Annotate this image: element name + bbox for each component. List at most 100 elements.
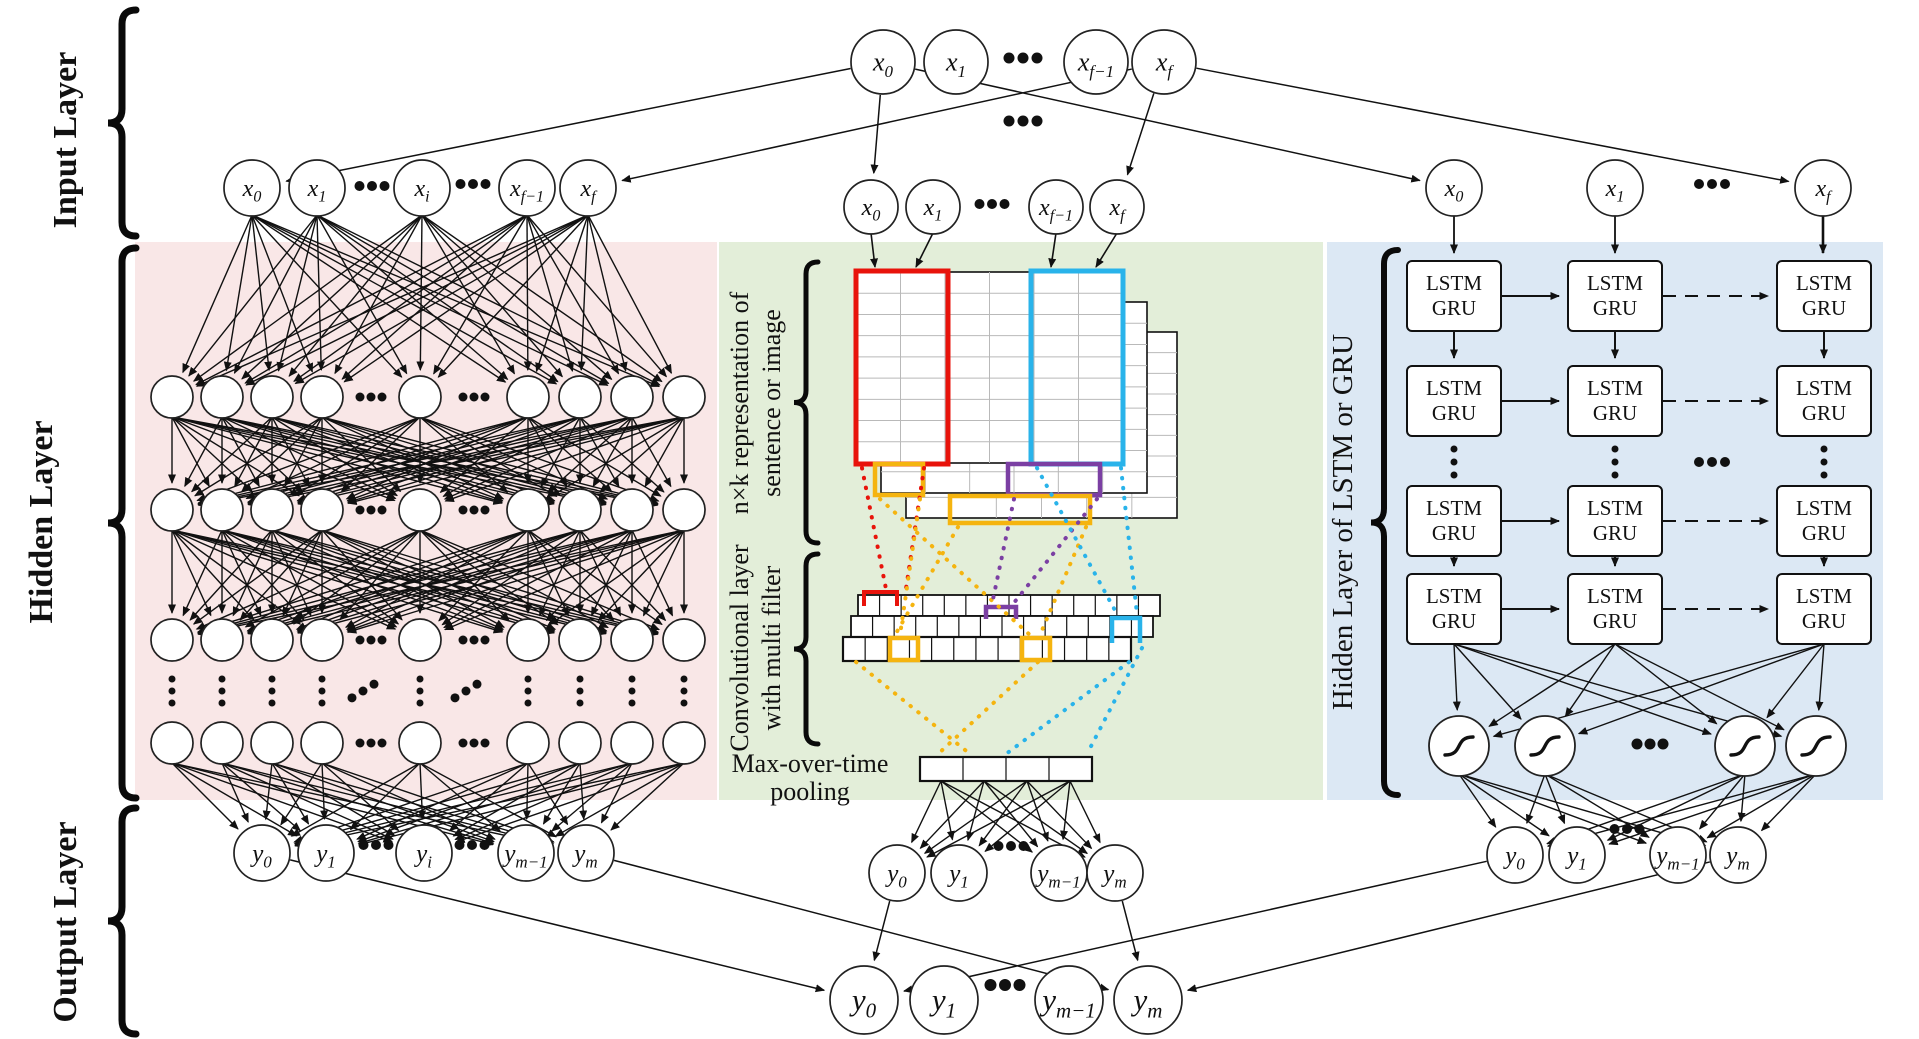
edge-arrow	[419, 529, 559, 626]
orange-conv-cell-2	[1019, 635, 1053, 663]
edge-arrow	[171, 416, 396, 502]
ellipsis-dots	[455, 179, 466, 189]
ellipsis-dots	[1622, 824, 1632, 834]
edge-arrow	[321, 762, 496, 840]
edge-arrow	[320, 762, 329, 821]
edge-arrow	[182, 214, 253, 374]
node-circle	[868, 844, 926, 902]
ellipsis-dots	[366, 505, 376, 515]
vertical-ellipsis-dots	[628, 675, 636, 683]
pool-to-output-arrow	[923, 780, 1028, 854]
edge-arrow	[289, 859, 826, 993]
node-circle	[909, 965, 979, 1035]
orange-dotted-link	[893, 525, 960, 637]
node-circle	[559, 159, 617, 217]
edge-arrow	[421, 214, 613, 380]
node-circle	[1113, 965, 1183, 1035]
edge-arrow	[280, 762, 323, 826]
edge-arrow	[346, 529, 685, 634]
edge-arrow	[443, 529, 685, 631]
node-circle	[393, 159, 451, 217]
ellipsis-dots	[1013, 979, 1026, 991]
ellipsis-dots	[999, 199, 1010, 209]
sigmoid-to-output-arrow	[1737, 773, 1746, 823]
node-circle	[558, 375, 602, 419]
node-circle	[150, 375, 194, 419]
node-circle	[498, 159, 556, 217]
edge-arrow	[346, 529, 633, 632]
ellipsis-dots	[993, 841, 1004, 851]
node-circle	[250, 618, 294, 662]
node-circle	[1425, 159, 1483, 217]
edge-arrow	[345, 529, 581, 631]
ellipsis-dots	[377, 738, 387, 748]
sigmoid-curve-icon	[1529, 735, 1561, 757]
edge-arrow	[221, 529, 262, 617]
nxk-representation-label-line1: n×k representation of	[725, 291, 754, 514]
input-to-matrix-arrow	[1095, 232, 1118, 268]
ellipsis-dots	[366, 392, 376, 402]
node-circle	[288, 159, 346, 217]
edge-arrow	[527, 416, 662, 497]
ellipsis-dots	[469, 392, 479, 402]
sigmoid-to-output-arrow	[1544, 773, 1650, 838]
edge-arrow	[316, 214, 559, 383]
ellipsis-dots	[469, 738, 479, 748]
edge-arrow	[597, 529, 685, 622]
node-circle	[662, 721, 706, 765]
edge-arrow	[523, 214, 532, 372]
edge-arrow	[294, 762, 685, 849]
edge-arrow	[288, 214, 423, 377]
node-circle	[300, 488, 344, 532]
cell-to-sigmoid-arrow	[1453, 643, 1712, 736]
hidden-layer-brace	[107, 244, 140, 802]
ellipsis-dots	[377, 392, 387, 402]
edge-arrow	[271, 762, 310, 825]
edge-arrow	[316, 214, 326, 372]
edge-arrow	[554, 762, 685, 837]
node-circle	[300, 618, 344, 662]
vertical-ellipsis-dots	[524, 687, 532, 695]
edge-arrow	[271, 529, 505, 630]
pool-to-output-arrow	[966, 780, 985, 842]
vertical-ellipsis-dots	[268, 675, 276, 683]
input-layer-brace	[107, 6, 140, 240]
edge-arrow	[347, 416, 685, 506]
node-circle	[200, 375, 244, 419]
edge-arrow	[239, 529, 323, 621]
edge-arrow	[294, 762, 633, 847]
edge-arrow	[221, 529, 305, 621]
edge-arrow	[316, 214, 610, 385]
ellipsis-dots	[1720, 457, 1730, 467]
edge-arrow	[344, 529, 529, 628]
edge-arrow	[276, 214, 318, 372]
ellipsis-dots	[458, 635, 468, 645]
ellipsis-dots	[1707, 457, 1717, 467]
edge-arrow	[171, 416, 210, 488]
diagonal-ellipsis-dots	[472, 679, 482, 689]
edge-arrow	[419, 416, 609, 500]
hidden-layer-label: Hidden Layer	[23, 420, 60, 623]
edge-arrow	[444, 416, 685, 502]
node-circle	[662, 488, 706, 532]
edge-arrow	[196, 529, 529, 634]
vertical-ellipsis-dots	[268, 699, 276, 707]
cell-to-sigmoid-arrow	[1452, 643, 1461, 712]
node-circle	[557, 824, 615, 882]
pool-to-output-arrow	[940, 780, 1033, 853]
edge-arrow	[271, 762, 396, 837]
edge-arrow	[221, 416, 504, 504]
input-to-matrix-arrow	[1048, 232, 1057, 268]
edge-arrow	[296, 416, 581, 504]
edge-arrow	[535, 214, 589, 373]
lstm-gru-cell	[1406, 365, 1502, 437]
node-circle	[506, 488, 550, 532]
edge-arrow	[343, 214, 589, 383]
edge-arrow	[221, 762, 495, 845]
cell-to-sigmoid-arrow	[1815, 643, 1825, 712]
